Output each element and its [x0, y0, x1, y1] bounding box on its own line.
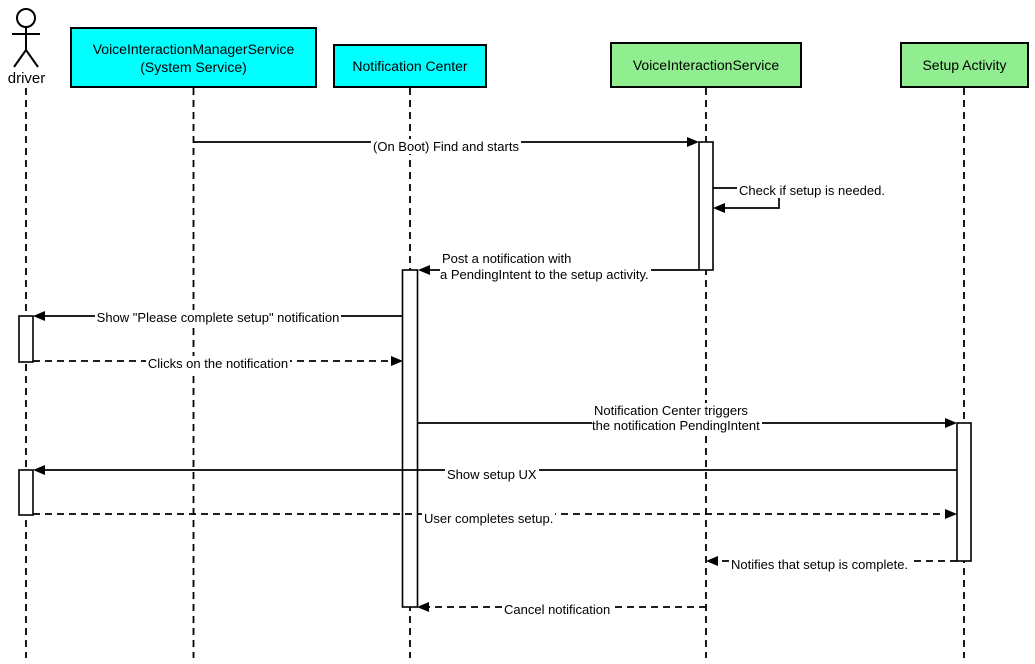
arrowhead-cancel-notification [417, 602, 429, 612]
arrowhead-user-completes-setup [945, 509, 957, 519]
arrowhead-find-and-starts [687, 137, 699, 147]
message-label-find-and-starts: (On Boot) Find and starts [371, 139, 521, 154]
message-label-user-completes-setup: User completes setup. [422, 511, 556, 526]
activation-bars [18, 141, 972, 608]
message-label-post-notification: Post a notification with a PendingIntent… [440, 251, 651, 282]
participant-voice-interaction-service: VoiceInteractionService [610, 42, 802, 88]
arrowhead-post-notification [418, 265, 430, 275]
activation-driver-1 [18, 315, 34, 363]
participant-voice-interaction-manager-service: VoiceInteractionManagerService (System S… [70, 27, 317, 88]
participant-setup-activity: Setup Activity [900, 42, 1029, 88]
arrowhead-check-setup [713, 203, 725, 213]
arrowhead-notifies-complete [706, 556, 718, 566]
message-label-check-setup: Check if setup is needed. [737, 183, 887, 198]
activation-voice-interaction-service [698, 141, 714, 271]
activation-notification-center [401, 269, 419, 608]
arrowhead-show-setup-ux [33, 465, 45, 475]
message-label-show-notification: Show "Please complete setup" notificatio… [94, 310, 342, 325]
arrowhead-clicks-notification [391, 356, 403, 366]
message-label-trigger-pendingintent: Notification Center triggers the notific… [592, 402, 762, 433]
message-label-clicks-notification: Clicks on the notification [145, 356, 291, 371]
message-label-show-setup-ux: Show setup UX [445, 467, 539, 482]
participant-notification-center: Notification Center [333, 44, 487, 88]
activation-driver-2 [18, 469, 34, 516]
activation-setup-activity [956, 422, 972, 562]
arrowhead-trigger-pendingintent [945, 418, 957, 428]
message-label-notifies-complete: Notifies that setup is complete. [729, 557, 911, 572]
arrowhead-show-notification [33, 311, 45, 321]
actor-icon [12, 8, 40, 68]
actor-label: driver [7, 70, 46, 87]
message-label-cancel-notification: Cancel notification [502, 602, 613, 617]
